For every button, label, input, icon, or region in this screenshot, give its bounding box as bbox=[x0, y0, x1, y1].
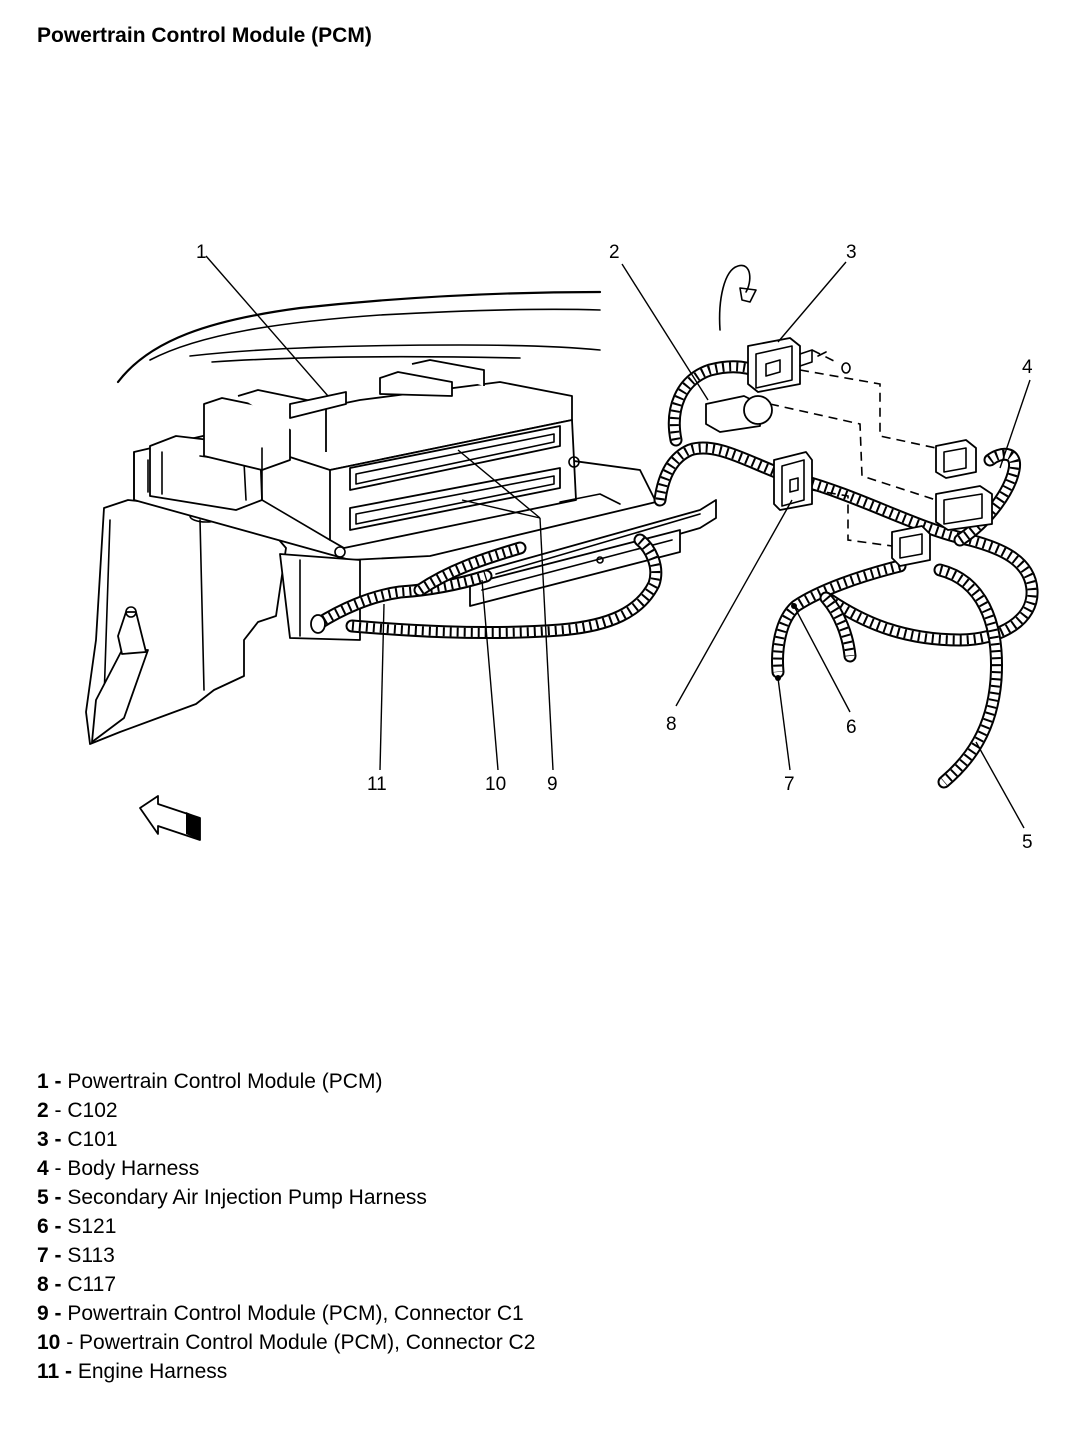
legend-number: 7 bbox=[37, 1244, 49, 1267]
legend-description: S113 bbox=[67, 1244, 115, 1267]
legend-description: C101 bbox=[67, 1128, 118, 1151]
pcm-diagram: 1 2 3 4 5 6 7 8 9 10 11 bbox=[85, 242, 1039, 853]
fender-outline bbox=[116, 290, 602, 384]
legend-number: 4 bbox=[37, 1157, 49, 1180]
legend-list: 1 - Powertrain Control Module (PCM) 2 - … bbox=[37, 1067, 535, 1386]
legend-description: Powertrain Control Module (PCM), Connect… bbox=[79, 1331, 536, 1354]
legend-separator: - bbox=[60, 1331, 80, 1354]
legend-number: 1 bbox=[37, 1070, 49, 1093]
legend-separator: - bbox=[48, 1215, 68, 1238]
legend-item: 7 - S113 bbox=[37, 1241, 535, 1270]
legend-number: 2 bbox=[37, 1099, 49, 1122]
callout-4: 4 bbox=[1022, 357, 1033, 378]
harness-connectors bbox=[705, 337, 993, 567]
legend-item: 10 - Powertrain Control Module (PCM), Co… bbox=[37, 1328, 535, 1357]
legend-separator: - bbox=[48, 1070, 68, 1093]
body-harness-wires bbox=[653, 264, 1039, 789]
legend-number: 11 bbox=[37, 1360, 60, 1383]
legend-item: 6 - S121 bbox=[37, 1212, 535, 1241]
mounting-bracket bbox=[85, 499, 287, 745]
pcm-connectors bbox=[469, 493, 717, 607]
legend-item: 2 - C102 bbox=[37, 1096, 535, 1125]
legend-item: 4 - Body Harness bbox=[37, 1154, 535, 1183]
legend-separator: - bbox=[48, 1157, 68, 1180]
legend-separator: - bbox=[59, 1360, 78, 1383]
callout-2: 2 bbox=[609, 242, 620, 263]
callout-9: 9 bbox=[547, 774, 558, 795]
legend-description: Powertrain Control Module (PCM), Connect… bbox=[67, 1302, 524, 1325]
callout-10: 10 bbox=[485, 774, 506, 795]
legend-number: 8 bbox=[37, 1273, 49, 1296]
legend-separator: - bbox=[48, 1099, 68, 1122]
legend-separator: - bbox=[48, 1186, 68, 1209]
legend-item: 1 - Powertrain Control Module (PCM) bbox=[37, 1067, 535, 1096]
legend-separator: - bbox=[48, 1273, 68, 1296]
legend-item: 5 - Secondary Air Injection Pump Harness bbox=[37, 1183, 535, 1212]
engine-harness bbox=[310, 533, 663, 640]
legend-separator: - bbox=[48, 1302, 68, 1325]
legend-description: S121 bbox=[67, 1215, 117, 1238]
legend-number: 9 bbox=[37, 1302, 49, 1325]
callout-1: 1 bbox=[196, 242, 207, 263]
callout-6: 6 bbox=[846, 717, 857, 738]
legend-number: 3 bbox=[37, 1128, 49, 1151]
page-title: Powertrain Control Module (PCM) bbox=[37, 24, 372, 47]
pcm-module bbox=[203, 359, 580, 558]
legend-description: Secondary Air Injection Pump Harness bbox=[67, 1186, 427, 1209]
callout-labels: 1 2 3 4 5 6 7 8 9 10 11 bbox=[196, 242, 1033, 853]
legend-number: 10 bbox=[37, 1331, 61, 1354]
legend-item: 11 - Engine Harness bbox=[37, 1357, 535, 1386]
callout-3: 3 bbox=[846, 242, 857, 263]
callout-5: 5 bbox=[1022, 832, 1033, 853]
legend-description: C102 bbox=[67, 1099, 118, 1122]
legend-item: 8 - C117 bbox=[37, 1270, 535, 1299]
legend-number: 6 bbox=[37, 1215, 49, 1238]
leader-lines bbox=[205, 255, 1031, 829]
legend-description: Body Harness bbox=[67, 1157, 200, 1180]
alignment-lines bbox=[769, 349, 937, 547]
callout-7: 7 bbox=[784, 774, 795, 795]
legend-item: 9 - Powertrain Control Module (PCM), Con… bbox=[37, 1299, 535, 1328]
legend-description: Powertrain Control Module (PCM) bbox=[67, 1070, 383, 1093]
front-arrow-icon bbox=[139, 795, 201, 841]
legend-description: C117 bbox=[67, 1273, 117, 1296]
legend-separator: - bbox=[48, 1128, 68, 1151]
legend-item: 3 - C101 bbox=[37, 1125, 535, 1154]
legend-description: Engine Harness bbox=[77, 1360, 228, 1383]
callout-8: 8 bbox=[666, 714, 677, 735]
callout-11: 11 bbox=[367, 774, 387, 795]
legend-number: 5 bbox=[37, 1186, 49, 1209]
legend-separator: - bbox=[48, 1244, 68, 1267]
